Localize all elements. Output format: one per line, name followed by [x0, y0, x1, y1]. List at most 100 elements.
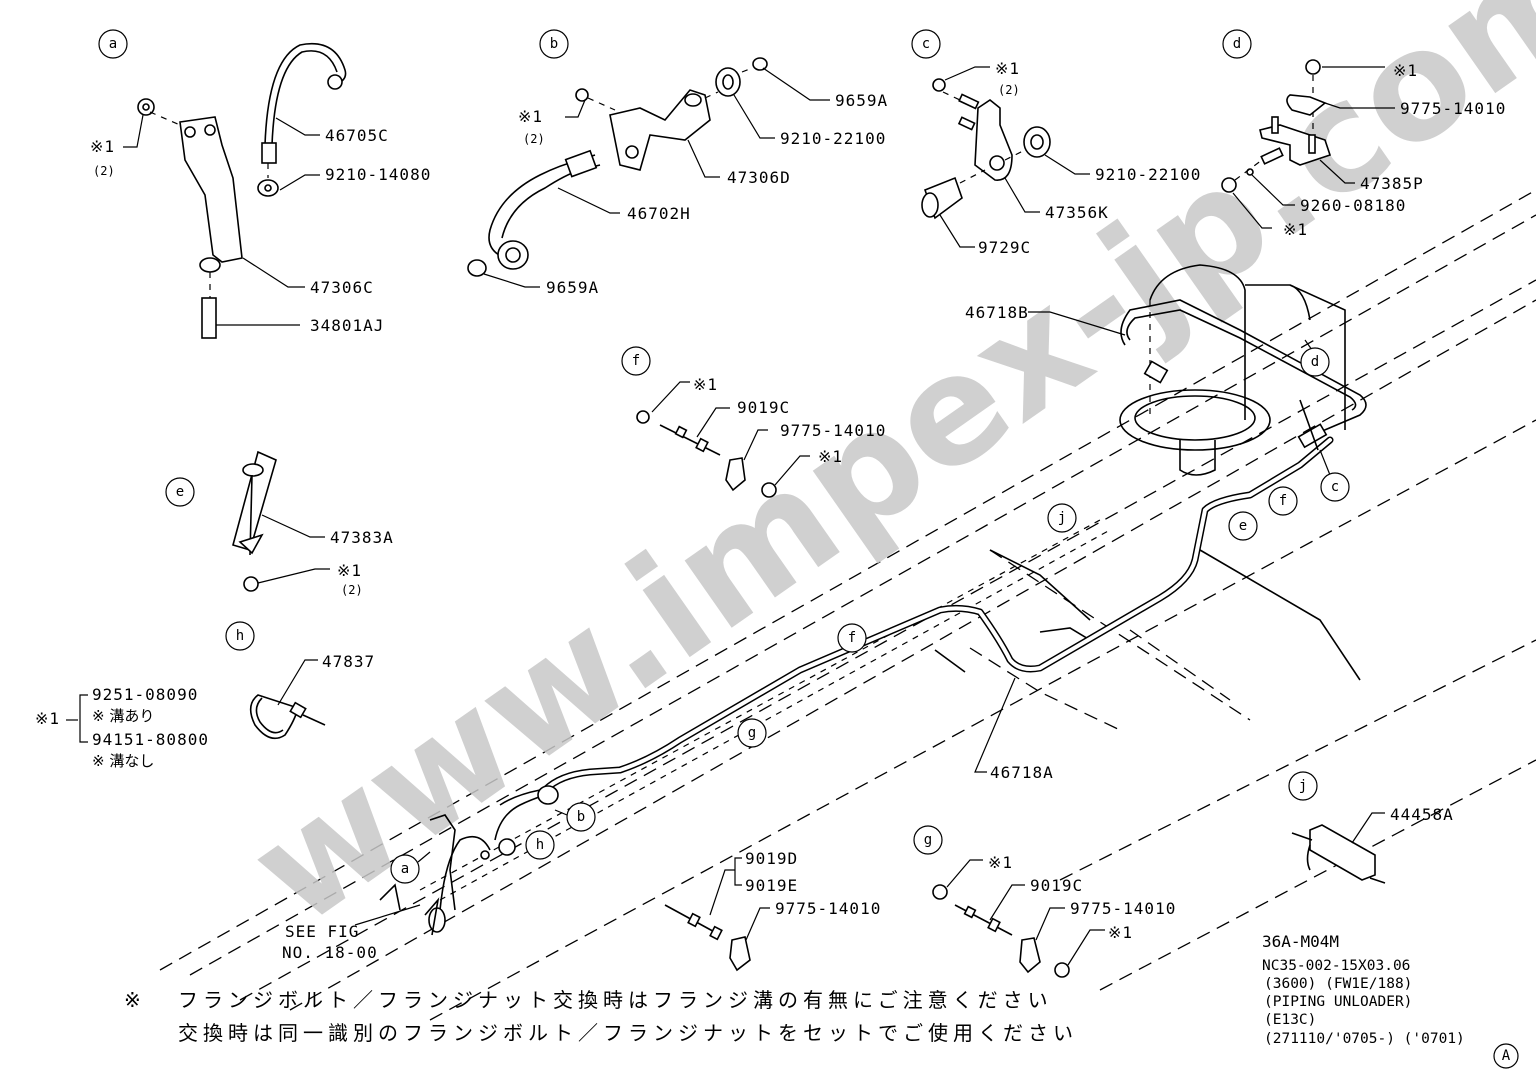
mark-label: ※1 [1108, 923, 1133, 942]
bracket-47306D [609, 89, 711, 171]
callout-g: g [913, 825, 943, 855]
callout-g-assembly[interactable]: g [737, 718, 767, 748]
callout-d-assembly[interactable]: d [1300, 339, 1330, 377]
callout-b-assembly[interactable]: b [554, 802, 596, 832]
part-label[interactable]: 9210-14080 [325, 165, 431, 184]
group-9019D-9019E: 9019D 9019E 9775-14010 [664, 849, 881, 972]
see-fig-line2[interactable]: NO. 18-00 [282, 943, 378, 962]
qty-label: (2) [93, 164, 115, 178]
part-label[interactable]: 9019C [1030, 876, 1083, 895]
part-label[interactable]: 46705C [325, 126, 389, 145]
notes: ※ フランジボルト／フランジナット交換時はフランジ溝の有無にご注意ください 交換… [124, 988, 1073, 1045]
flange-nut-icon [932, 884, 948, 900]
svg-text:e: e [176, 484, 184, 500]
part-label[interactable]: 9775-14010 [775, 899, 881, 918]
qty-label: (2) [998, 83, 1020, 97]
chassis-outline [159, 189, 1536, 1021]
reference-line-4: (E13C) [1264, 1012, 1316, 1028]
part-label[interactable]: 47356K [1045, 203, 1109, 222]
legend-part-ungrooved[interactable]: 94151-80800 [92, 730, 209, 749]
washer-9659A [752, 57, 768, 71]
mark-label: ※1 [518, 107, 543, 126]
front-fittings [379, 785, 559, 936]
callout-h-assembly[interactable]: h [525, 830, 555, 860]
part-label[interactable]: 47306C [310, 278, 374, 297]
mark-label: ※1 [1393, 61, 1418, 80]
part-label[interactable]: 46702H [627, 204, 691, 223]
callout-j-assembly[interactable]: j [1047, 503, 1077, 533]
part-label[interactable]: 9729C [978, 238, 1031, 257]
part-label[interactable]: 46718A [990, 763, 1054, 782]
part-label[interactable]: 9210-22100 [780, 129, 886, 148]
part-label[interactable]: 9260-08180 [1300, 196, 1406, 215]
part-label[interactable]: 9019D [745, 849, 798, 868]
callout-e: e [165, 477, 195, 507]
clip-9775-14010 [1286, 94, 1327, 116]
flange-nut-icon [1054, 962, 1070, 978]
part-label[interactable]: 47837 [322, 652, 375, 671]
legend-mark-1: ※1 9251-08090 ※ 溝あり 94151-80800 ※ 溝なし [35, 685, 209, 770]
callout-c-assembly[interactable]: c [1319, 449, 1350, 502]
part-label[interactable]: 47306D [727, 168, 791, 187]
mark-label: ※1 [693, 375, 718, 394]
fitting-34801AJ [201, 297, 217, 339]
svg-text:c: c [1331, 479, 1339, 495]
cable-tie-47837 [249, 694, 299, 740]
legend-mark: ※1 [35, 709, 60, 728]
nut-9210-14080 [257, 179, 279, 197]
callout-j: j [1288, 771, 1318, 801]
group-d: d ※1 9775-14010 47385P 9260-08180 ※1 [1221, 29, 1506, 239]
flange-nut-icon [137, 98, 155, 116]
reference-line-1: NC35-002-15X03.06 [1262, 958, 1410, 974]
legend-part-grooved[interactable]: 9251-08090 [92, 685, 198, 704]
label-46718A: 46718A [974, 677, 1054, 782]
group-g: g ※1 9019C 9775-14010 ※1 [913, 825, 1176, 978]
bracket-47356K [974, 99, 1013, 181]
group-c: c ※1 (2) 9210-22100 47356K 9729C [911, 29, 1201, 257]
flange-nut-icon [1305, 59, 1321, 75]
part-label[interactable]: 47383A [330, 528, 394, 547]
part-label[interactable]: 47385P [1360, 174, 1424, 193]
part-label[interactable]: 9775-14010 [1070, 899, 1176, 918]
callout-e-assembly[interactable]: e [1228, 511, 1258, 541]
callout-a-assembly[interactable]: a [390, 851, 431, 884]
mark-label: ※1 [90, 137, 115, 156]
part-label[interactable]: 9659A [546, 278, 599, 297]
svg-text:A: A [1502, 1048, 1511, 1064]
group-b: b ※1 (2) 9659A 9210-22100 47306D 46702H … [467, 29, 888, 297]
svg-text:c: c [922, 36, 930, 52]
svg-text:j: j [1299, 778, 1307, 794]
svg-text:b: b [577, 809, 585, 825]
part-label[interactable]: 9775-14010 [780, 421, 886, 440]
part-label[interactable]: 9659A [835, 91, 888, 110]
group-f: f ※1 9019C 9775-14010 ※1 [621, 346, 886, 498]
see-fig-reference[interactable]: SEE FIG NO. 18-00 [282, 904, 421, 962]
part-label[interactable]: 9775-14010 [1400, 99, 1506, 118]
mark-label: ※1 [988, 853, 1013, 872]
qty-label: (2) [523, 132, 545, 146]
part-label[interactable]: 46718B [965, 303, 1029, 322]
label-46718B: 46718B [965, 303, 1126, 336]
part-label[interactable]: 44458A [1390, 805, 1454, 824]
callout-f-assembly-1[interactable]: f [1268, 486, 1298, 516]
reference-line-5: (271110/'0705-) ('0701) [1264, 1031, 1465, 1047]
svg-text:h: h [536, 837, 544, 853]
part-label[interactable]: 34801AJ [310, 316, 384, 335]
svg-text:h: h [236, 628, 244, 644]
group-h: h 47837 [225, 621, 375, 740]
reference-block: 36A-M04M NC35-002-15X03.06 (3600) (FW1E/… [1262, 932, 1519, 1069]
nut-9210-22100 [1023, 126, 1051, 158]
part-label[interactable]: 9019C [737, 398, 790, 417]
svg-text:f: f [848, 630, 856, 646]
callout-f-assembly-2[interactable]: f [837, 623, 867, 653]
qty-label: (2) [341, 583, 363, 597]
legend-note-grooved: ※ 溝あり [92, 707, 154, 725]
svg-text:f: f [1279, 493, 1287, 509]
clip-9775-14010 [725, 457, 746, 492]
part-label[interactable]: 9019E [745, 876, 798, 895]
nut-9210-22100 [715, 67, 741, 97]
see-fig-line1[interactable]: SEE FIG [285, 922, 359, 941]
reference-line-2: (3600) (FW1E/188) [1264, 976, 1412, 992]
part-label[interactable]: 9210-22100 [1095, 165, 1201, 184]
legend-note-ungrooved: ※ 溝なし [92, 752, 154, 770]
